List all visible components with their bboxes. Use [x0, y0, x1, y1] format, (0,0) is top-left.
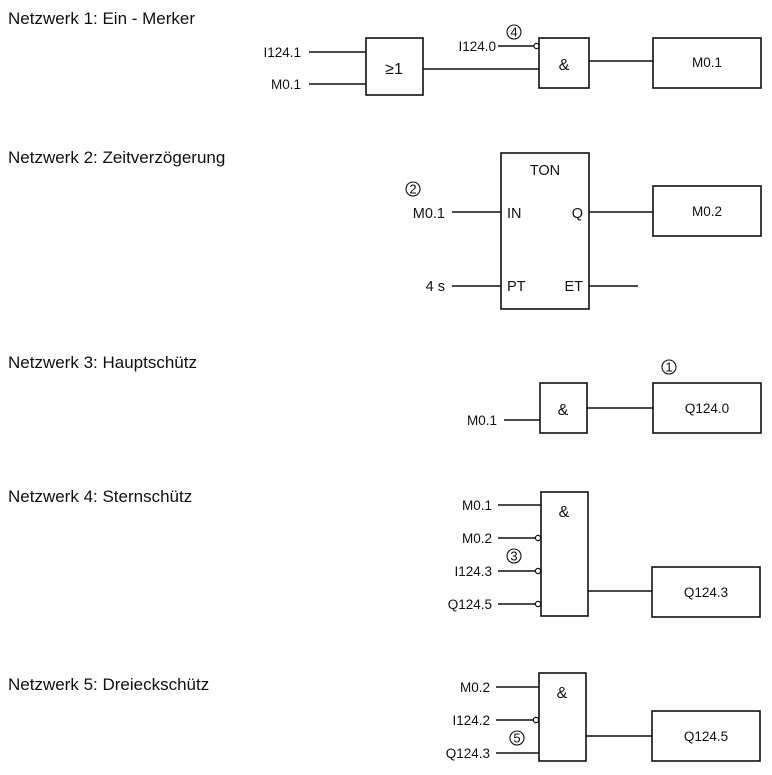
- output-coil-m0-1: [652, 37, 762, 89]
- network-4: Netzwerk 4: Sternschütz M0.1 M0.2 3 I124…: [8, 487, 761, 618]
- output-coil-q124-5: [651, 710, 761, 762]
- and-input-3-label: I124.3: [454, 564, 492, 579]
- and-input-2-label: M0.2: [462, 531, 492, 546]
- marker-2-number: 2: [409, 182, 416, 197]
- and-input-2-label: I124.2: [452, 713, 490, 728]
- or-input-1-label: I124.1: [263, 45, 301, 60]
- network-3: Netzwerk 3: Hauptschütz M0.1 & 1 Q124.0: [8, 353, 762, 434]
- timer-pin-et: ET: [564, 279, 583, 295]
- or-gate-symbol: ≥1: [385, 61, 403, 78]
- network-1: Netzwerk 1: Ein - Merker I124.1 M0.1 ≥1 …: [8, 9, 762, 96]
- and-input-1-label: M0.2: [460, 680, 490, 695]
- network-3-title: Netzwerk 3: Hauptschütz: [8, 353, 197, 372]
- and-negated-input-label: I124.0: [458, 39, 496, 54]
- marker-3-number: 3: [510, 549, 517, 564]
- and-input-1-label: M0.1: [462, 498, 492, 513]
- marker-1-number: 1: [665, 360, 672, 375]
- output-label: M0.2: [692, 204, 722, 219]
- and-input-4-label: Q124.5: [448, 597, 492, 612]
- and-gate-symbol: &: [557, 685, 568, 702]
- negation-icon: [534, 534, 542, 542]
- and-gate-symbol: &: [559, 504, 570, 521]
- output-coil-m0-2: [652, 185, 762, 237]
- marker-2-icon: [405, 181, 421, 197]
- output-coil-q124-3: [651, 566, 761, 618]
- marker-3-icon: [506, 548, 522, 564]
- timer-in-signal-label: M0.1: [413, 206, 445, 222]
- output-label: M0.1: [692, 55, 722, 70]
- network-5: Netzwerk 5: Dreieckschütz M0.2 I124.2 5 …: [8, 672, 761, 762]
- and-gate-symbol: &: [559, 57, 570, 74]
- network-1-title: Netzwerk 1: Ein - Merker: [8, 9, 195, 28]
- negation-icon: [534, 600, 542, 608]
- network-4-title: Netzwerk 4: Sternschütz: [8, 487, 192, 506]
- marker-1-icon: [661, 359, 677, 375]
- timer-pin-in: IN: [507, 206, 522, 222]
- and-input-3-label: Q124.3: [446, 746, 490, 761]
- marker-5-number: 5: [513, 731, 520, 746]
- timer-type-label: TON: [530, 163, 560, 179]
- output-label: Q124.5: [684, 729, 728, 744]
- network-5-title: Netzwerk 5: Dreieckschütz: [8, 675, 209, 694]
- output-coil-q124-0: [652, 382, 762, 434]
- network-2: Netzwerk 2: Zeitverzögerung 2 M0.1 4 s T…: [8, 148, 762, 310]
- or-gate: [365, 37, 424, 96]
- output-label: Q124.3: [684, 585, 728, 600]
- marker-4-icon: [506, 24, 522, 40]
- and-gate: [538, 37, 590, 89]
- marker-5-icon: [509, 730, 525, 746]
- timer-pt-value-label: 4 s: [426, 279, 445, 295]
- timer-pin-q: Q: [572, 206, 583, 222]
- marker-4-number: 4: [510, 25, 517, 40]
- timer-pin-pt: PT: [507, 279, 526, 295]
- and-input-label: M0.1: [467, 413, 497, 428]
- and-gate: [538, 672, 587, 762]
- network-2-title: Netzwerk 2: Zeitverzögerung: [8, 148, 225, 167]
- and-gate-symbol: &: [558, 402, 569, 419]
- negation-icon: [534, 567, 542, 575]
- output-label: Q124.0: [685, 401, 729, 416]
- and-gate: [540, 491, 589, 617]
- or-input-2-label: M0.1: [271, 77, 301, 92]
- ton-timer-block: [500, 152, 590, 310]
- negation-icon: [532, 716, 540, 724]
